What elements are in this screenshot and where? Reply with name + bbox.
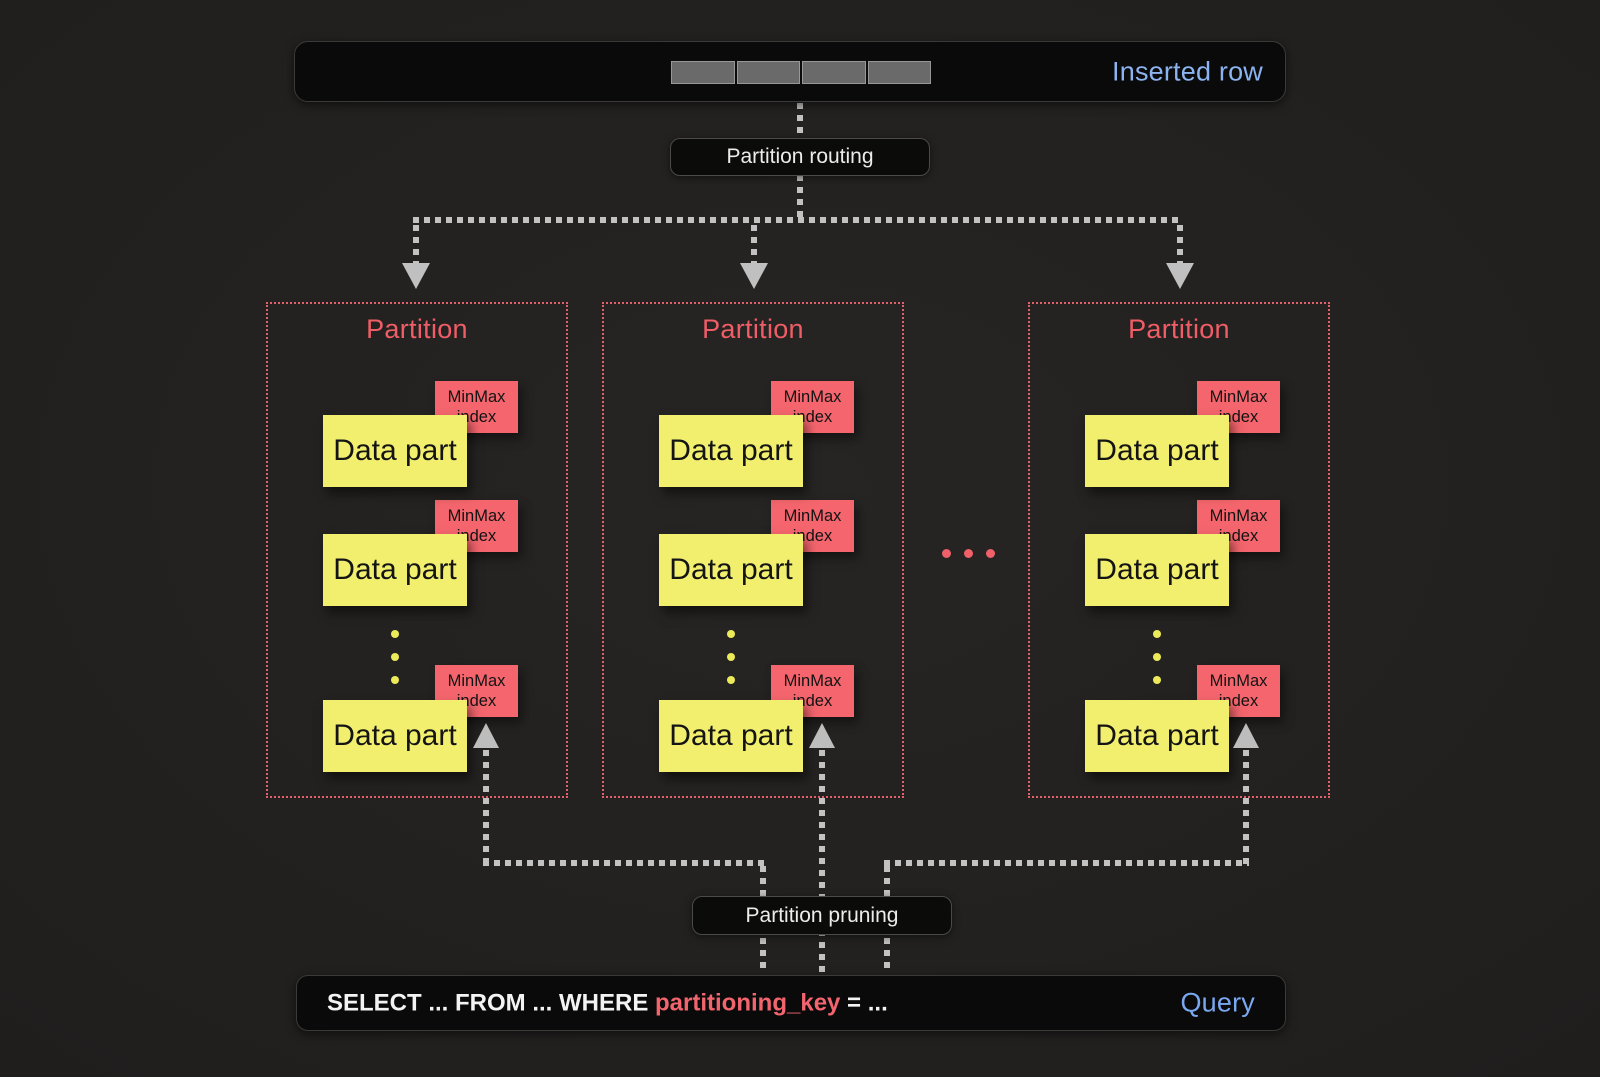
pruning-line-horizontal-left	[483, 860, 766, 866]
data-part-label: Data part	[669, 434, 793, 467]
query-label: Query	[1180, 987, 1255, 1018]
vertical-ellipsis-dot	[1153, 653, 1161, 661]
pruning-line-right	[1243, 750, 1249, 864]
sql-partitioning-key: partitioning_key	[655, 989, 841, 1017]
sql-query-text: SELECT ... FROM ... WHERE partitioning_k…	[327, 989, 888, 1018]
partition-title: Partition	[1128, 314, 1230, 344]
query-bar: SELECT ... FROM ... WHERE partitioning_k…	[296, 975, 1286, 1031]
minmax-index-label: MinMax index	[1209, 388, 1268, 426]
data-part-label: Data part	[333, 553, 457, 586]
down-connector-right	[1177, 225, 1183, 263]
data-part-box: Data part	[323, 415, 467, 487]
arrow-down-icon	[402, 263, 430, 289]
partition-pruning-label: Partition pruning	[692, 896, 952, 935]
vertical-ellipsis-dot	[727, 676, 735, 684]
data-part-box: Data part	[323, 534, 467, 606]
partition-routing-text: Partition routing	[726, 145, 874, 168]
data-part-label: Data part	[1095, 434, 1219, 467]
down-connector-center	[751, 225, 757, 263]
row-cell	[736, 61, 800, 84]
partition-box: Partition MinMax index Data part MinMax …	[266, 302, 568, 798]
inserted-row-bar: Inserted row	[294, 41, 1286, 102]
vertical-ellipsis-dot	[727, 653, 735, 661]
data-part-box: Data part	[659, 700, 803, 772]
pruning-line-left	[483, 750, 489, 864]
distribution-line	[413, 217, 1181, 223]
data-part-box: Data part	[323, 700, 467, 772]
vertical-ellipsis-dot	[727, 630, 735, 638]
inserted-row-label: Inserted row	[1112, 56, 1263, 86]
row-cell	[802, 61, 866, 84]
data-part-box: Data part	[659, 534, 803, 606]
down-connector-left	[413, 225, 419, 263]
data-part-box: Data part	[659, 415, 803, 487]
sql-after: = ...	[840, 989, 888, 1017]
inserted-row-cells	[671, 61, 931, 84]
data-part-box: Data part	[1085, 415, 1229, 487]
data-part-label: Data part	[669, 553, 793, 586]
partition-routing-label: Partition routing	[670, 138, 930, 176]
partition-title: Partition	[702, 314, 804, 344]
arrow-up-icon	[1233, 723, 1259, 748]
horizontal-ellipsis-dot	[964, 549, 973, 558]
row-cell	[867, 61, 931, 84]
data-part-box: Data part	[1085, 700, 1229, 772]
vertical-ellipsis-dot	[1153, 676, 1161, 684]
vertical-ellipsis-dot	[391, 676, 399, 684]
arrow-up-icon	[809, 723, 835, 748]
data-part-label: Data part	[669, 719, 793, 752]
pruning-line-center	[819, 750, 825, 972]
data-part-label: Data part	[1095, 719, 1219, 752]
vertical-ellipsis-dot	[391, 653, 399, 661]
data-part-box: Data part	[1085, 534, 1229, 606]
arrow-down-icon	[740, 263, 768, 289]
partition-box: Partition MinMax index Data part MinMax …	[1028, 302, 1330, 798]
sql-before: SELECT ... FROM ... WHERE	[327, 989, 656, 1017]
data-part-label: Data part	[1095, 553, 1219, 586]
horizontal-ellipsis-dot	[986, 549, 995, 558]
partition-pruning-text: Partition pruning	[745, 903, 899, 927]
data-part-label: Data part	[333, 719, 457, 752]
horizontal-ellipsis-dot	[942, 549, 951, 558]
row-cell	[671, 61, 735, 84]
vertical-ellipsis-dot	[391, 630, 399, 638]
partition-title: Partition	[366, 314, 468, 344]
arrow-down-icon	[1166, 263, 1194, 289]
arrow-up-icon	[473, 723, 499, 748]
data-part-label: Data part	[333, 434, 457, 467]
partition-box: Partition MinMax index Data part MinMax …	[602, 302, 904, 798]
vertical-ellipsis-dot	[1153, 630, 1161, 638]
pruning-line-horizontal-right	[884, 860, 1249, 866]
